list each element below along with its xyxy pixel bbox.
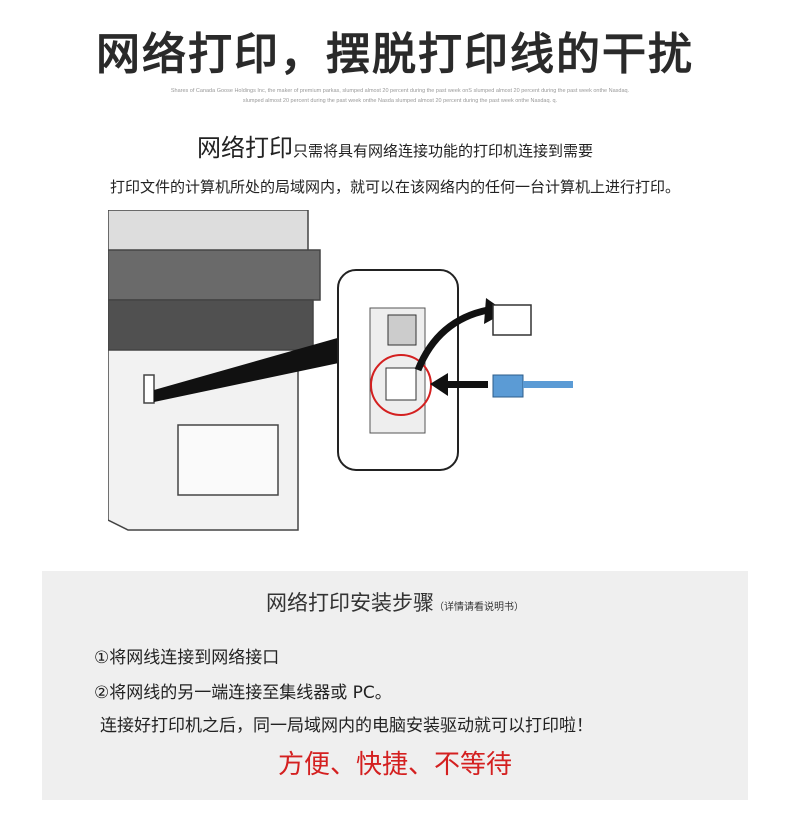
step-2: ②将网线的另一端连接至集线器或 PC。	[94, 683, 392, 703]
panel-title: 网络打印安装步骤（详情请看说明书）	[42, 587, 748, 617]
fine-print-line: slumped almost 20 percent during the pas…	[242, 98, 558, 104]
intro-rest: 只需将具有网络连接功能的打印机连接到需要	[292, 142, 593, 160]
intro-lead: 网络打印	[196, 134, 293, 162]
install-steps-panel: 网络打印安装步骤（详情请看说明书） ①将网线连接到网络接口 ②将网线的另一端连接…	[42, 571, 748, 800]
cta-slogan: 方便、快捷、不等待	[277, 750, 512, 780]
panel-title-text: 网络打印安装步骤	[266, 591, 434, 615]
step-1: ①将网线连接到网络接口	[94, 648, 280, 668]
fine-print: Shares of Canada Goose Holdings Inc, the…	[140, 86, 660, 106]
printer-illustration	[108, 210, 573, 531]
panel-note: （详情请看说明书）	[434, 602, 524, 613]
fine-print-line: Shares of Canada Goose Holdings Inc, the…	[170, 88, 630, 94]
intro-line-1: 网络打印只需将具有网络连接功能的打印机连接到需要	[0, 128, 790, 163]
step-note: 连接好打印机之后，同一局域网内的电脑安装驱动就可以打印啦！	[100, 716, 593, 736]
page-title: 网络打印，摆脱打印线的干扰	[96, 29, 694, 80]
intro-line-2: 打印文件的计算机所处的局域网内，就可以在该网络内的任何一台计算机上进行打印。	[109, 178, 680, 196]
